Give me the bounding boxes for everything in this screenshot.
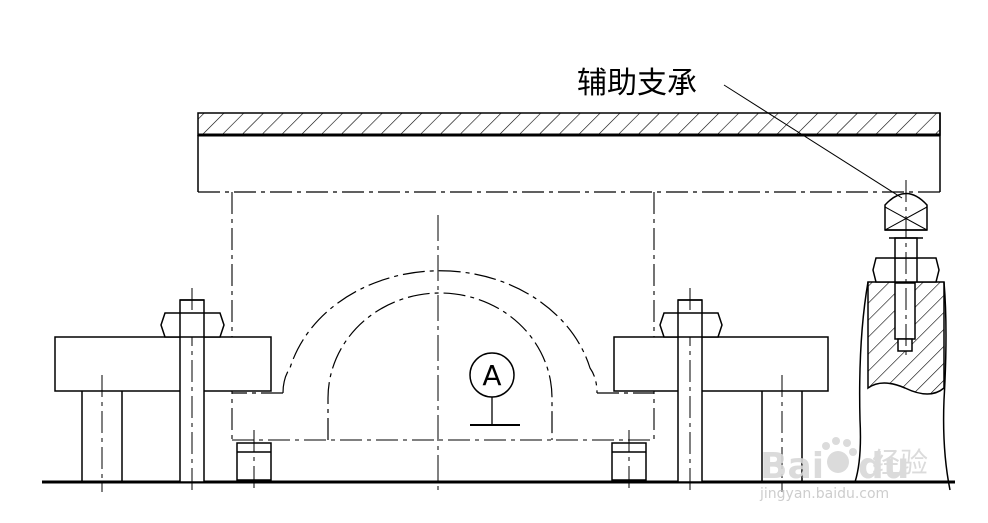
left-clamp [54, 288, 272, 492]
workpiece-body [231, 192, 655, 441]
watermark-url: jingyan.baidu.com [759, 486, 889, 502]
top-plate [197, 112, 941, 193]
watermark-brand: Bai [760, 446, 824, 487]
aux-support-label: 辅助支承 [577, 66, 697, 101]
watermark: Bai du 经验 jingyan.baidu.com [759, 437, 928, 502]
paw-icon [822, 437, 857, 473]
datum-a-label: A [482, 359, 501, 392]
right-locator [611, 430, 647, 490]
watermark-brand-tail: du [858, 446, 909, 487]
right-clamp [613, 288, 829, 492]
left-locator [236, 430, 272, 490]
auxiliary-support [854, 180, 951, 491]
arch-bore [232, 270, 654, 440]
datum-a-symbol: A [469, 352, 520, 426]
leader-line [723, 84, 903, 199]
watermark-brand-cn: 经验 [872, 446, 928, 479]
